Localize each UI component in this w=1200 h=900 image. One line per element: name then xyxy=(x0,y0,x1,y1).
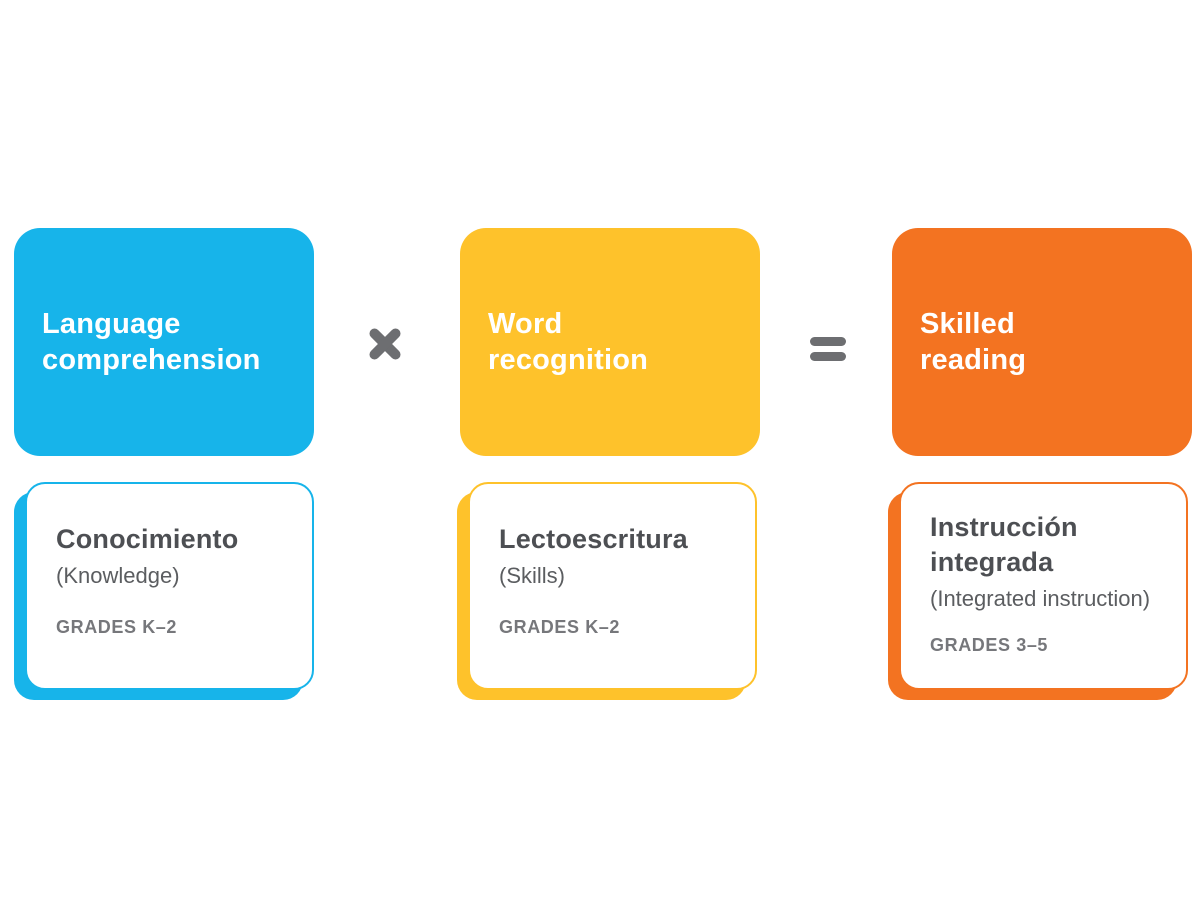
card-language-comprehension-label: Language comprehension xyxy=(42,308,261,376)
equals-operator-icon: = xyxy=(806,326,850,370)
program-title: Instrucción integrada xyxy=(930,512,1078,577)
program-subtitle: (Skills) xyxy=(499,563,565,588)
card-word-recognition: Word recognition xyxy=(460,228,760,456)
program-grades: GRADES K–2 xyxy=(499,617,621,637)
program-subtitle: (Knowledge) xyxy=(56,563,180,588)
program-subtitle: (Integrated instruction) xyxy=(930,586,1151,611)
program-card-lectoescritura: Lectoescritura (Skills) GRADES K–2 xyxy=(468,482,757,690)
card-skilled-reading: Skilled reading xyxy=(892,228,1192,456)
multiply-operator-icon: × xyxy=(363,322,407,366)
card-word-recognition-label: Word recognition xyxy=(488,308,649,376)
program-title: Conocimiento xyxy=(56,524,239,554)
program-card-instruccion-integrada: Instrucción integrada (Integrated instru… xyxy=(899,482,1188,690)
program-grades: GRADES K–2 xyxy=(56,617,178,637)
program-title: Lectoescritura xyxy=(499,524,688,554)
card-skilled-reading-label: Skilled reading xyxy=(920,308,1027,376)
card-language-comprehension: Language comprehension xyxy=(14,228,314,456)
program-grades: GRADES 3–5 xyxy=(930,635,1049,655)
program-card-conocimiento: Conocimiento (Knowledge) GRADES K–2 xyxy=(25,482,314,690)
